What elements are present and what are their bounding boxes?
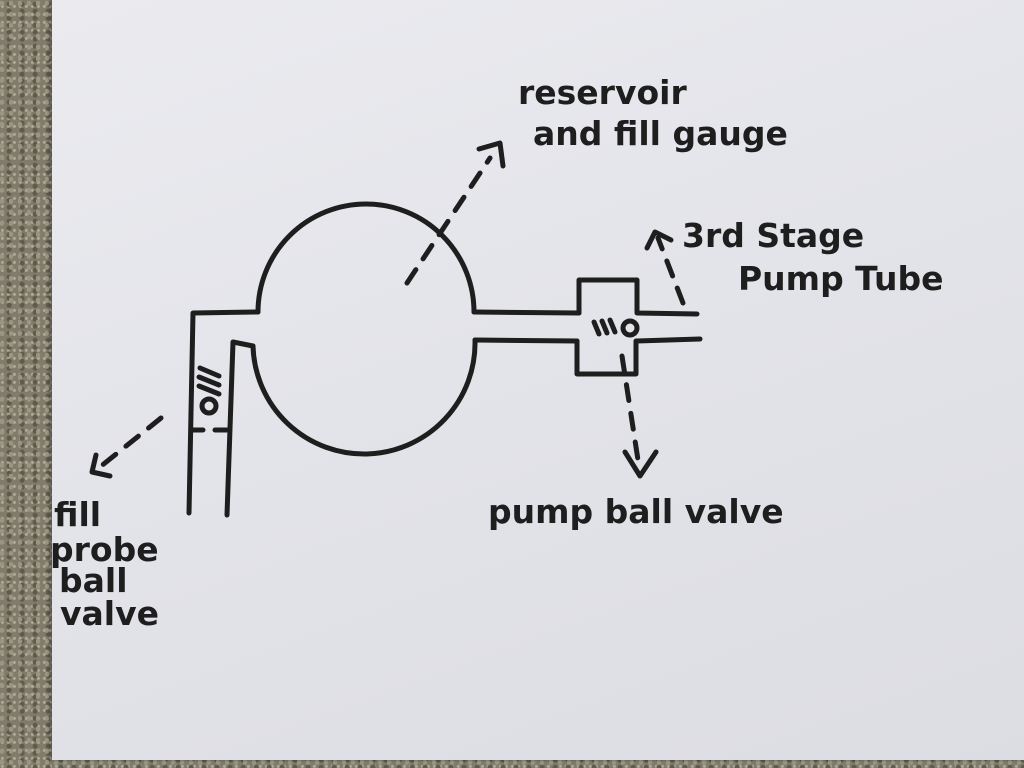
fill-probe-outer-wall bbox=[189, 312, 258, 513]
pump-valve-arrowhead bbox=[625, 452, 656, 476]
lower-pipe bbox=[475, 340, 577, 341]
upper-pipe bbox=[474, 312, 579, 313]
fill-probe-label-line4: valve bbox=[60, 594, 159, 633]
fill-probe-label-line1: fill bbox=[54, 495, 101, 534]
pump-valve-spring bbox=[594, 320, 615, 334]
fill-probe-leader-line bbox=[100, 418, 161, 467]
pump-ball bbox=[623, 321, 637, 335]
reservoir-arrowhead bbox=[479, 143, 503, 166]
fill-probe-inner-wall bbox=[227, 342, 253, 515]
stage-label-line2: Pump Tube bbox=[738, 259, 944, 298]
stage-leader-line bbox=[658, 238, 683, 303]
stage-label-line1: 3rd Stage bbox=[682, 216, 864, 255]
reservoir-label-line2: and fill gauge bbox=[533, 114, 788, 153]
reservoir-sphere-lower bbox=[253, 340, 475, 454]
pump-valve-label: pump ball valve bbox=[488, 492, 784, 531]
reservoir-label-line1: reservoir bbox=[518, 73, 687, 112]
reservoir-sphere-upper bbox=[258, 204, 474, 312]
fill-probe-spring bbox=[199, 368, 219, 394]
fill-probe-ball bbox=[202, 399, 216, 413]
